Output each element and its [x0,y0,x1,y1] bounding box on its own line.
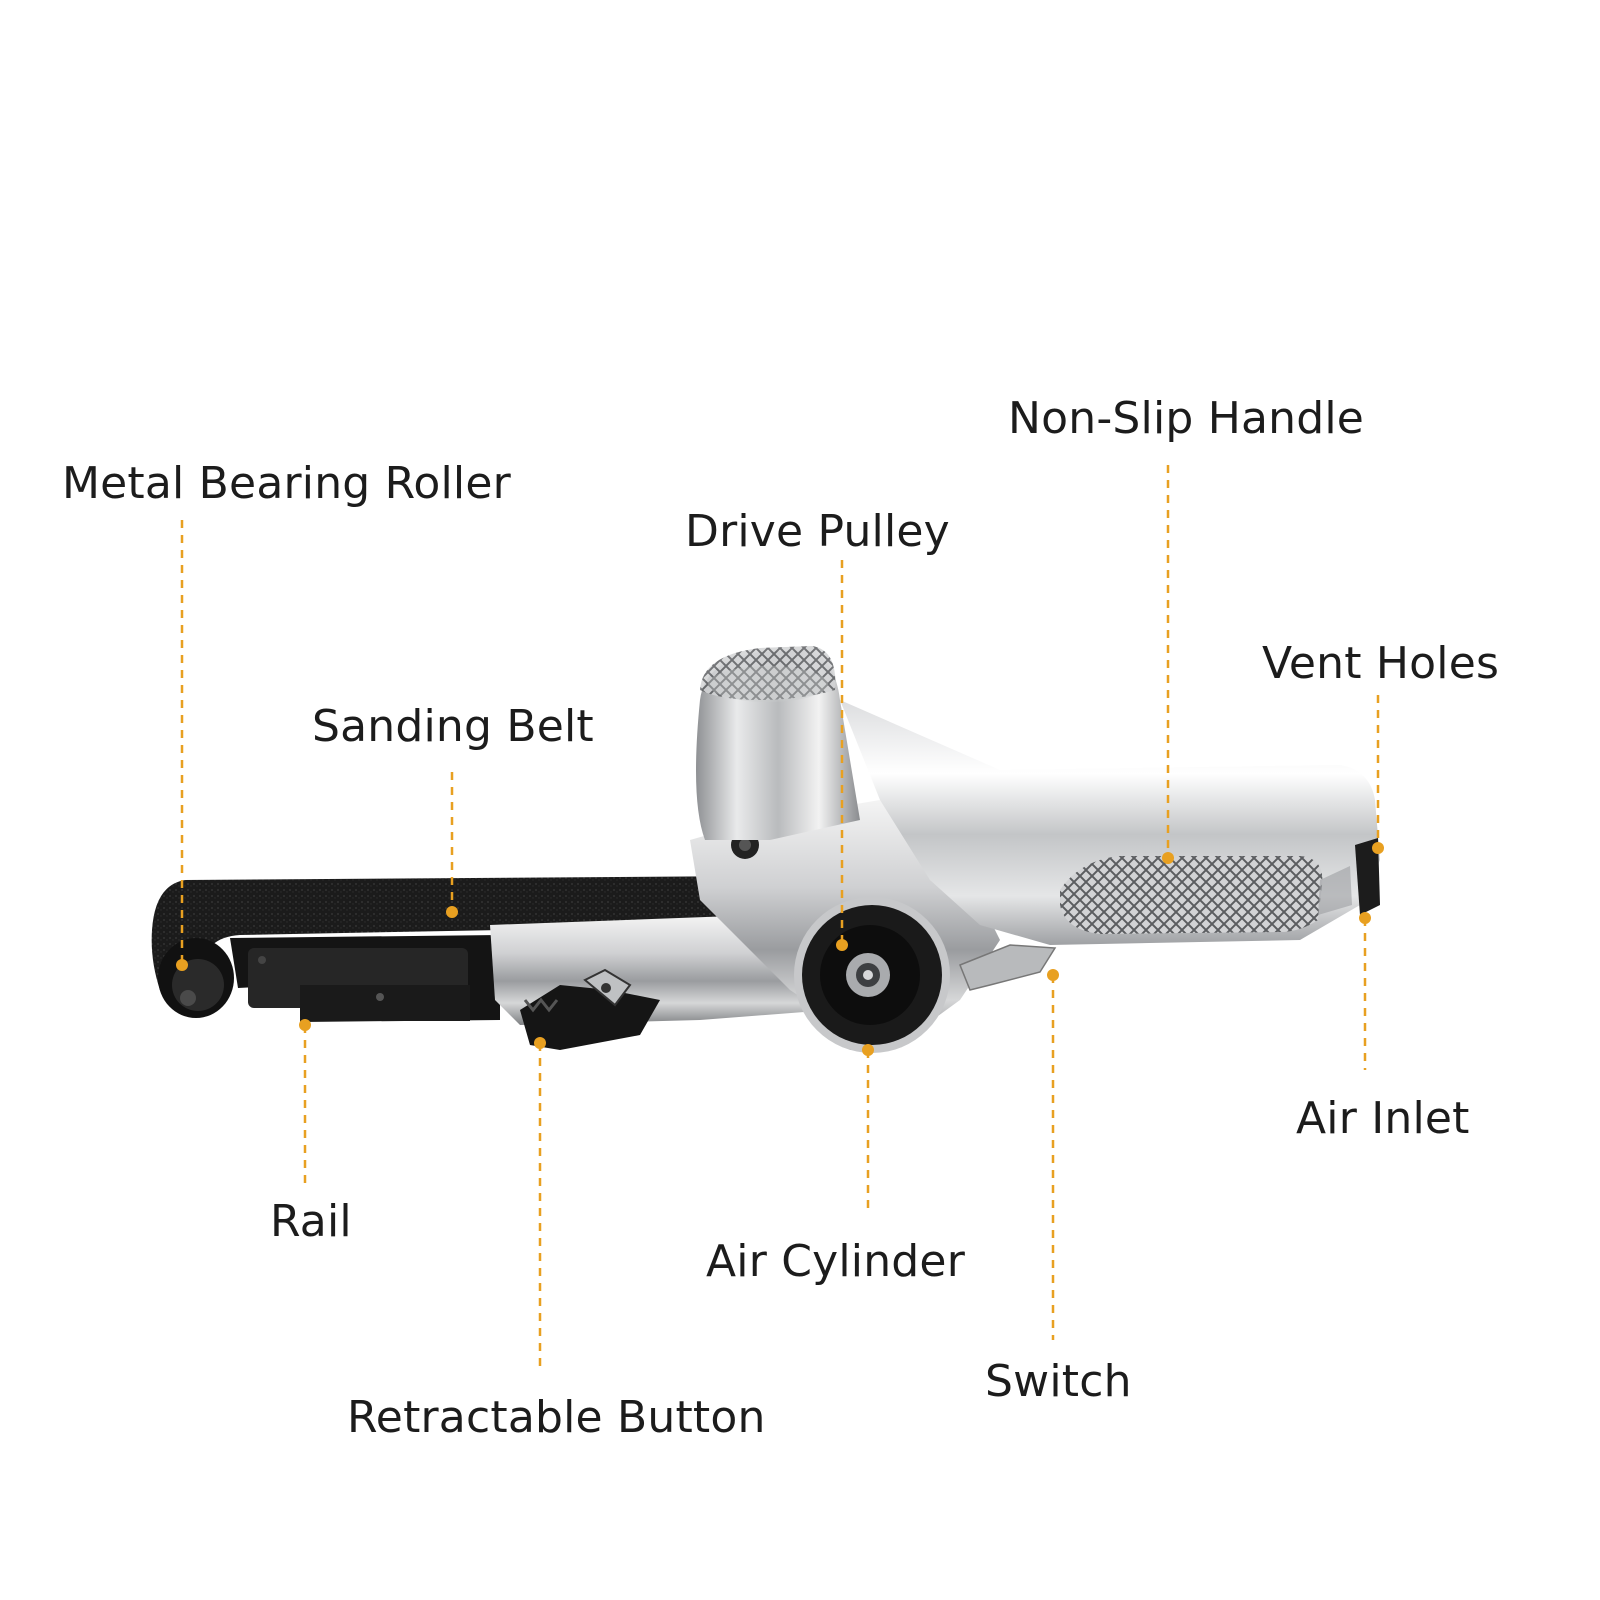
dot-metal-bearing-roller [176,959,188,971]
dot-sanding-belt [446,906,458,918]
dot-non-slip-handle [1162,852,1174,864]
label-metal-bearing-roller: Metal Bearing Roller [62,458,511,509]
retractable-button-shape [520,968,660,1050]
dot-air-cylinder [862,1044,874,1056]
label-rail: Rail [270,1196,352,1247]
grip-knurl-shape [1060,856,1323,934]
switch-shape [959,944,1057,991]
dot-switch [1047,969,1059,981]
label-sanding-belt: Sanding Belt [312,701,594,752]
label-non-slip-handle: Non-Slip Handle [1008,393,1365,444]
dot-vent-holes [1372,842,1384,854]
dot-air-inlet [1359,912,1371,924]
dot-rail [299,1019,311,1031]
label-air-cylinder: Air Cylinder [706,1236,965,1287]
dot-drive-pulley [836,939,848,951]
dot-retractable-button [534,1037,546,1049]
bearing-roller-shape [158,938,234,1018]
label-drive-pulley: Drive Pulley [685,506,950,557]
label-vent-holes: Vent Holes [1262,638,1500,689]
label-air-inlet: Air Inlet [1296,1093,1470,1144]
label-retractable-button: Retractable Button [347,1392,766,1443]
label-switch: Switch [985,1356,1132,1407]
drive-pulley-shape [794,897,950,1053]
sanding-belt-shape [151,876,760,1010]
vent-end-shape [1355,838,1380,915]
